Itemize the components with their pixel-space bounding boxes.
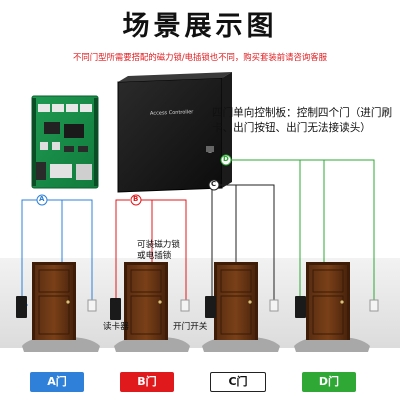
door-a [32,262,76,340]
circuit-board [31,95,99,189]
door-b-step [114,336,190,352]
card-reader-a [16,296,27,318]
card-reader-label: 读卡器 [103,322,129,332]
card-reader-d [295,296,306,318]
door-a-step [22,336,100,352]
door-b [124,262,168,340]
door-d [306,262,350,340]
door-d-step [294,336,370,352]
controller-box [117,72,232,193]
marker-b [130,194,142,206]
marker-d [220,154,232,166]
card-reader-b [110,298,121,320]
controller-description: 四门单向控制板：控制四个门（进门刷卡、出门按钮、出门无法接读头） [212,107,393,134]
marker-d-letter: D [223,155,229,163]
marker-b-letter: B [133,195,139,203]
marker-c-letter: C [211,180,217,188]
door-a-label: A门 [30,372,84,392]
exit-button-a [87,299,97,312]
door-d-label: D门 [302,372,356,392]
card-reader-c [205,296,216,318]
exit-button-c [269,299,279,312]
door-c [214,262,258,340]
marker-a [36,194,48,206]
exit-button-label: 开门开关 [173,322,208,332]
door-b-label: B门 [120,372,174,392]
page-title: 场景展示图 [122,11,278,42]
exit-button-b [180,299,190,312]
marker-a-letter: A [39,195,45,203]
notice-text: 不同门型所需要搭配的磁力锁/电插锁也不同，购买套装前请咨询客服 [72,52,328,62]
exit-button-d [369,299,379,312]
marker-c [208,179,220,191]
door-c-label: C门 [210,372,266,392]
door-c-step [202,336,280,352]
lock-option-label: 可装磁力锁 或电插锁 [137,240,180,261]
wire-b [115,199,130,308]
